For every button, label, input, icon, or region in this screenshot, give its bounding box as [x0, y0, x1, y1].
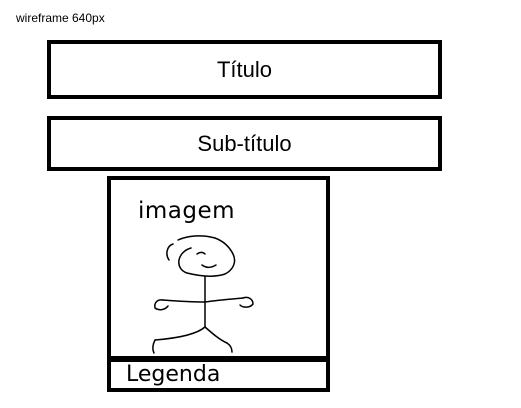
stick-figure-sketch [152, 235, 254, 354]
caption-divider [107, 356, 330, 362]
image-label: imagem [138, 198, 236, 224]
title-text: Título [216, 56, 273, 82]
wireframe-label: wireframe 640px [16, 11, 105, 25]
caption-text: Legenda [126, 362, 221, 387]
title-box: Título [47, 40, 442, 99]
subtitle-text: Sub-título [197, 130, 292, 156]
subtitle-box: Sub-título [47, 116, 442, 171]
